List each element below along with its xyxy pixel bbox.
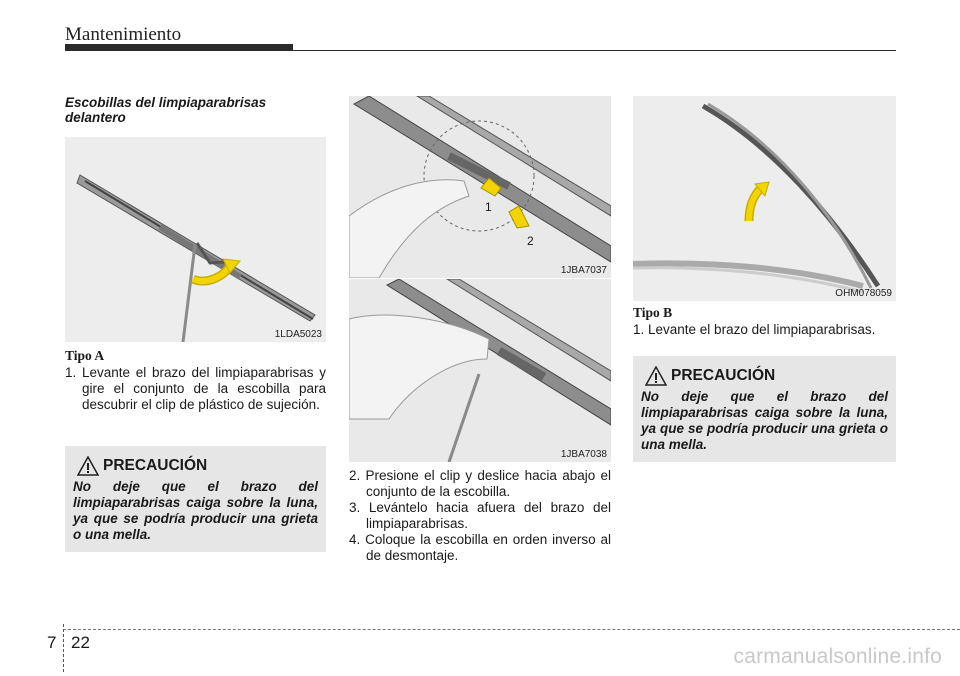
hand-pressing-clip-illustration xyxy=(349,96,611,278)
figure-code: 1LDA5023 xyxy=(274,329,322,340)
wiper-blade-illustration xyxy=(65,137,326,342)
caution-heading: PRECAUCIÓN xyxy=(645,366,775,386)
list-item: 4. Coloque la escobilla en orden inverso… xyxy=(349,532,611,563)
section-title: Escobillas del limpiaparabrisas delanter… xyxy=(65,95,267,125)
figure-wiper-type-a: 1LDA5023 xyxy=(65,137,326,342)
callout-1: 1 xyxy=(485,200,492,214)
header-rule xyxy=(293,50,896,51)
hand-sliding-blade-illustration xyxy=(349,279,611,462)
caution-title: PRECAUCIÓN xyxy=(103,457,208,474)
caution-text: No deje que el brazo del limpiaparabrisa… xyxy=(641,389,888,452)
chapter-number: 7 xyxy=(47,633,57,652)
footer-separator xyxy=(63,624,64,672)
type-b-steps: 1. Levante el brazo del limpiaparabrisas… xyxy=(633,322,896,338)
figure-wiper-type-b: OHM078059 xyxy=(633,96,896,301)
page-header-title: Mantenimiento xyxy=(65,24,182,45)
list-item: 1. Levante el brazo del limpiaparabrisas… xyxy=(633,322,876,337)
page-number: 22 xyxy=(71,633,90,652)
watermark: carmanualsonline.info xyxy=(733,645,942,668)
caution-box-a: PRECAUCIÓN No deje que el brazo del limp… xyxy=(65,446,326,552)
figure-code: OHM078059 xyxy=(835,288,892,299)
type-b-heading: Tipo B xyxy=(633,305,673,320)
figure-code: 1JBA7037 xyxy=(560,265,607,276)
type-a-steps: 1. Levante el brazo del limpiaparabrisas… xyxy=(65,365,326,413)
list-item: 1. Levante el brazo del limpiaparabrisas… xyxy=(65,365,326,412)
wiper-arm-lift-illustration xyxy=(633,96,896,301)
removal-steps: 2. Presione el clip y deslice hacia abaj… xyxy=(349,468,611,564)
header-bar xyxy=(65,44,293,51)
caution-box-b: PRECAUCIÓN No deje que el brazo del limp… xyxy=(633,356,896,462)
figure-wiper-slide-down: 1JBA7038 xyxy=(349,279,611,462)
warning-triangle-icon xyxy=(645,366,667,386)
figure-code: 1JBA7038 xyxy=(560,449,607,460)
list-item: 3. Levántelo hacia afuera del brazo del … xyxy=(349,500,611,531)
caution-text: No deje que el brazo del limpiaparabrisa… xyxy=(73,479,318,542)
footer-rule xyxy=(63,629,960,630)
type-a-heading: Tipo A xyxy=(65,348,105,363)
warning-triangle-icon xyxy=(77,456,99,476)
callout-2: 2 xyxy=(527,234,534,248)
figure-wiper-clip-press: 1 2 1JBA7037 xyxy=(349,96,611,278)
caution-title: PRECAUCIÓN xyxy=(671,367,776,384)
list-item: 2. Presione el clip y deslice hacia abaj… xyxy=(349,468,611,499)
caution-heading: PRECAUCIÓN xyxy=(77,456,207,476)
